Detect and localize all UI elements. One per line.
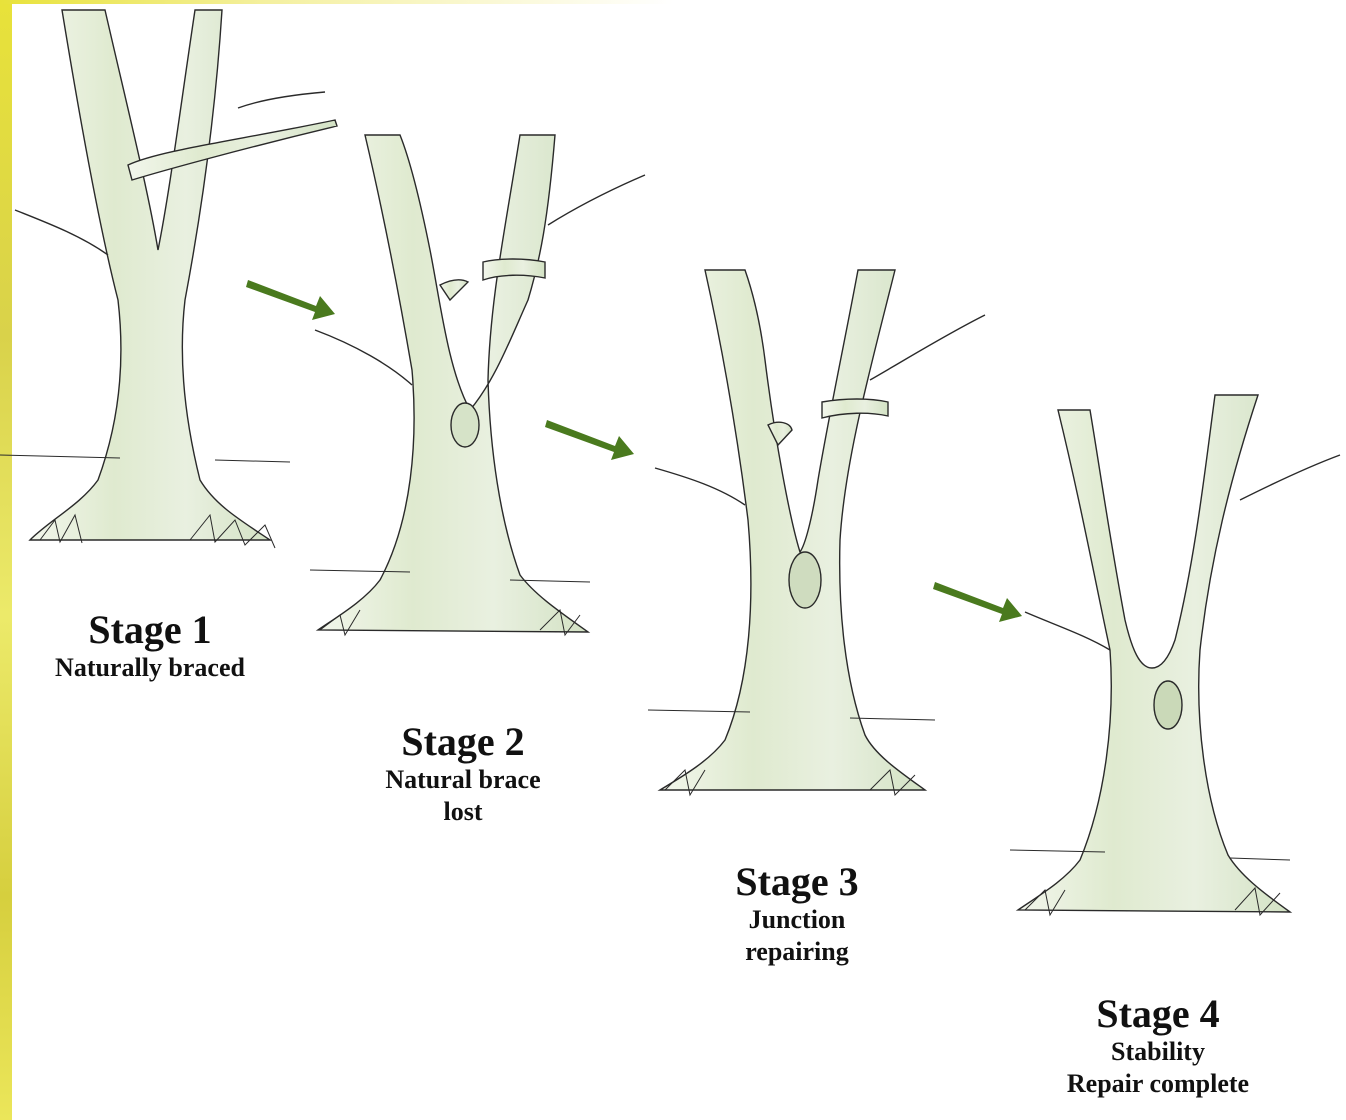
stage-2-description-line-1: Natural brace — [385, 764, 540, 796]
arrow-right-down-icon — [545, 420, 634, 460]
stage-4-label: Stage 4 Stability Repair complete — [1067, 992, 1249, 1100]
stage-1-title: Stage 1 — [55, 608, 245, 652]
stage-2-description-line-2: lost — [385, 796, 540, 828]
stage-1-description: Naturally braced — [55, 652, 245, 684]
stage-4-description-line-1: Stability — [1067, 1036, 1249, 1068]
stage-2-label: Stage 2 Natural brace lost — [385, 720, 540, 828]
tree-stage-4 — [1010, 395, 1340, 915]
tree-stage-2 — [310, 135, 645, 635]
stage-1-label: Stage 1 Naturally braced — [55, 608, 245, 684]
stage-3-label: Stage 3 Junction repairing — [735, 860, 858, 968]
tree-stage-3 — [648, 270, 985, 795]
tree-stage-1 — [0, 10, 337, 548]
stage-3-description-line-2: repairing — [735, 936, 858, 968]
stage-4-title: Stage 4 — [1067, 992, 1249, 1036]
arrow-right-down-icon — [933, 582, 1022, 622]
stage-3-description-line-1: Junction — [735, 904, 858, 936]
arrow-right-down-icon — [246, 280, 335, 320]
stage-4-description-line-2: Repair complete — [1067, 1068, 1249, 1100]
stage-2-title: Stage 2 — [385, 720, 540, 764]
stage-3-title: Stage 3 — [735, 860, 858, 904]
